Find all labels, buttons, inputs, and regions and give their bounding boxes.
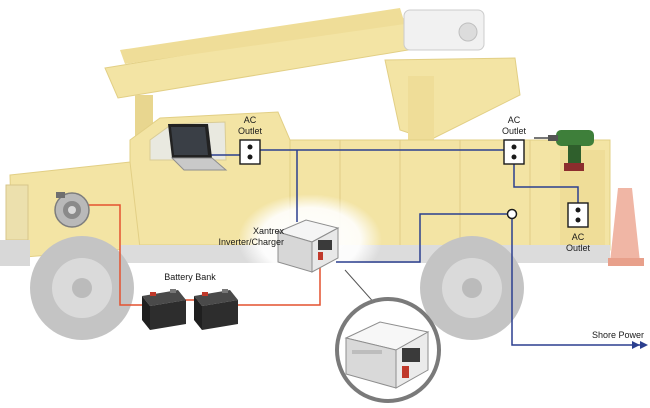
junction-node: [506, 208, 518, 220]
ac-outlet-right-label: AC Outlet: [555, 232, 601, 254]
ac-outlet-left-line-2: Outlet: [237, 126, 262, 136]
inverter-label-line-2: Inverter/Charger: [218, 237, 284, 247]
outlet-icon: [503, 139, 525, 165]
ac-outlet-mid-label: AC Outlet: [490, 115, 538, 137]
ac-outlet-left-label: AC Outlet: [226, 115, 274, 137]
rear-wheel: [420, 236, 524, 340]
ac-wiring: [208, 149, 640, 346]
drill-icon: [534, 130, 594, 171]
ac-outlet-right-line-1: AC: [571, 232, 585, 242]
ac-outlet-mid-line-2: Outlet: [501, 126, 526, 136]
outlet-icon: [567, 202, 589, 228]
inverter-zoom-circle: [335, 297, 441, 403]
battery-icon: [142, 289, 186, 330]
shore-power-label: Shore Power: [591, 330, 645, 340]
ac-outlet-left-line-1: AC: [243, 115, 257, 125]
ac-outlet-right-line-2: Outlet: [565, 243, 590, 253]
outlet-icon: [239, 139, 261, 165]
alternator-icon: [54, 192, 90, 228]
inverter-icon: [276, 219, 340, 273]
battery-bank-label: Battery Bank: [164, 272, 216, 282]
inverter-label-line-1: Xantrex: [252, 226, 284, 236]
laptop-icon: [168, 124, 228, 171]
boom-arm: [104, 8, 521, 146]
traffic-cone-icon: [608, 188, 644, 266]
battery-icon: [194, 289, 238, 330]
plug-icon: [632, 341, 648, 349]
ac-outlet-mid-line-1: AC: [507, 115, 521, 125]
inverter-label: Xantrex Inverter/Charger: [196, 226, 284, 248]
front-wheel: [30, 236, 134, 340]
